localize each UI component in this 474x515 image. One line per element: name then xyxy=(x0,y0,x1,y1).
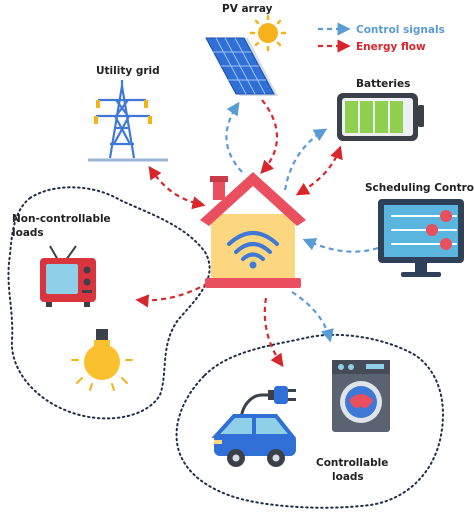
energy-arrow-grid-house xyxy=(148,165,206,210)
power-tower-icon xyxy=(88,80,168,162)
controllable-loads-region xyxy=(175,333,444,509)
monitor-icon xyxy=(378,199,464,277)
energy-arrow-pv-to-house xyxy=(260,99,279,174)
house-wifi-icon xyxy=(200,172,306,288)
legend-control-signals: Control signals xyxy=(356,24,445,36)
pv-array-label: PV array xyxy=(222,3,273,15)
plug-icon xyxy=(268,386,296,404)
washing-machine-icon xyxy=(332,360,390,432)
control-arrow-house-to-controllable xyxy=(291,291,334,343)
energy-flow-arrows xyxy=(135,99,343,368)
batteries-label: Batteries xyxy=(356,78,410,90)
energy-arrow-house-controllable xyxy=(263,297,284,368)
lightbulb-icon xyxy=(71,329,133,391)
controllable-label-line2: loads xyxy=(332,471,364,483)
energy-arrow-battery-house xyxy=(295,145,343,196)
control-arrow-scheduling-to-house xyxy=(302,238,379,253)
legend-energy-flow: Energy flow xyxy=(356,41,426,53)
sun-icon xyxy=(249,14,287,52)
control-signal-arrows xyxy=(225,101,379,343)
non-controllable-label-line1: Non-controllable xyxy=(12,213,111,225)
tv-icon xyxy=(40,245,96,307)
non-controllable-label-line2: loads xyxy=(12,227,44,239)
controllable-label-line1: Controllable xyxy=(316,457,388,469)
control-arrow-house-to-battery xyxy=(283,128,328,191)
car-icon xyxy=(211,393,297,467)
legend: Control signals Energy flow xyxy=(318,22,445,53)
solar-panel-icon xyxy=(205,37,278,96)
battery-icon xyxy=(337,93,424,141)
non-controllable-loads-region xyxy=(7,186,211,420)
utility-grid-label: Utility grid xyxy=(96,65,160,77)
energy-arrow-house-noncontrollable xyxy=(135,282,209,308)
scheduling-control-label: Scheduling Control xyxy=(365,182,474,194)
control-arrow-house-to-pv xyxy=(225,101,243,173)
